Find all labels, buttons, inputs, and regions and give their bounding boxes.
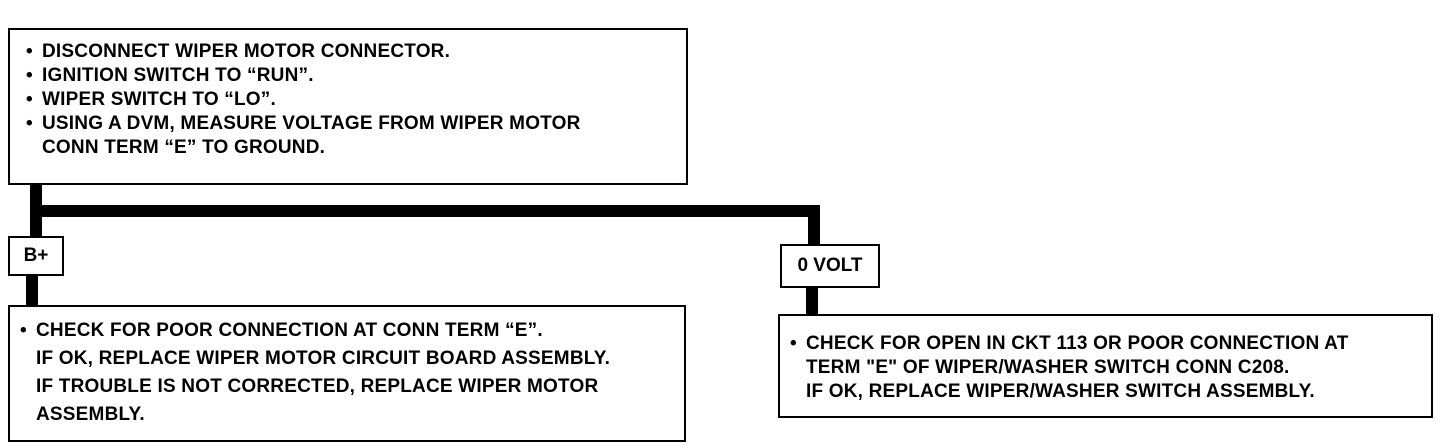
zero-volt-action-box: CHECK FOR OPEN IN CKT 113 OR POOR CONNEC…	[778, 314, 1433, 418]
b-plus-action-box: CHECK FOR POOR CONNECTION AT CONN TERM “…	[8, 305, 686, 442]
action-continuation: IF OK, REPLACE WIPER/WASHER SWITCH ASSEM…	[806, 381, 1315, 402]
action-continuation: IF TROUBLE IS NOT CORRECTED, REPLACE WIP…	[36, 376, 599, 397]
action-continuation: ASSEMBLY.	[36, 404, 145, 425]
zero-volt-action-list: CHECK FOR OPEN IN CKT 113 OR POOR CONNEC…	[788, 332, 1421, 356]
instruction-item: IGNITION SWITCH TO “RUN”.	[24, 64, 676, 88]
measure-instruction-box: DISCONNECT WIPER MOTOR CONNECTOR. IGNITI…	[8, 28, 688, 185]
instruction-continuation: CONN TERM “E” TO GROUND.	[42, 137, 326, 158]
action-continuation: IF OK, REPLACE WIPER MOTOR CIRCUIT BOARD…	[36, 348, 611, 369]
instruction-item: WIPER SWITCH TO “LO”.	[24, 88, 676, 112]
action-continuation: TERM "E" OF WIPER/WASHER SWITCH CONN C20…	[806, 357, 1290, 378]
instruction-item: USING A DVM, MEASURE VOLTAGE FROM WIPER …	[24, 112, 676, 136]
right-lower-drop-line	[806, 286, 818, 316]
horizontal-branch-line	[30, 205, 820, 217]
b-plus-label: B+	[8, 236, 64, 276]
action-item: CHECK FOR OPEN IN CKT 113 OR POOR CONNEC…	[788, 332, 1421, 356]
left-drop-line	[26, 275, 38, 307]
right-drop-line	[808, 205, 820, 245]
zero-volt-label: 0 VOLT	[780, 244, 880, 288]
b-plus-action-list: CHECK FOR POOR CONNECTION AT CONN TERM “…	[18, 319, 674, 343]
instruction-list: DISCONNECT WIPER MOTOR CONNECTOR. IGNITI…	[24, 40, 676, 136]
instruction-item: DISCONNECT WIPER MOTOR CONNECTOR.	[24, 40, 676, 64]
action-item: CHECK FOR POOR CONNECTION AT CONN TERM “…	[18, 319, 674, 343]
